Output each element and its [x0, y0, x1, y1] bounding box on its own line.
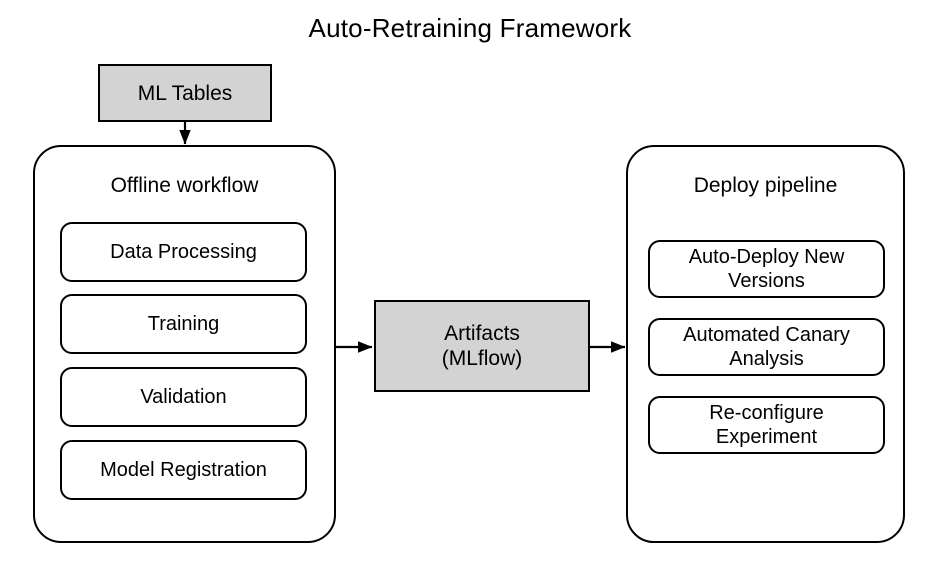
node-re-configure-experiment-line1: Re-configure	[709, 402, 824, 424]
node-automated-canary-analysis-line2: Analysis	[729, 348, 804, 370]
node-model-registration-label: Model Registration	[100, 459, 267, 481]
node-validation[interactable]: Validation	[60, 367, 307, 427]
node-training-label: Training	[147, 313, 220, 335]
node-data-processing[interactable]: Data Processing	[60, 222, 307, 282]
node-automated-canary-analysis-line1: Automated Canary	[683, 324, 850, 346]
node-automated-canary-analysis[interactable]: Automated Canary Analysis	[648, 318, 885, 376]
node-training[interactable]: Training	[60, 294, 307, 354]
node-validation-label: Validation	[140, 386, 227, 408]
node-ml-tables[interactable]: ML Tables	[98, 64, 272, 122]
node-data-processing-label: Data Processing	[110, 241, 257, 263]
node-artifacts-label-line2: (MLflow)	[441, 347, 523, 370]
node-artifacts[interactable]: Artifacts (MLflow)	[374, 300, 590, 392]
node-artifacts-label-line1: Artifacts	[444, 322, 520, 345]
node-model-registration[interactable]: Model Registration	[60, 440, 307, 500]
group-deploy-pipeline-title: Deploy pipeline	[693, 174, 838, 197]
node-auto-deploy-new-versions-line2: Versions	[728, 270, 805, 292]
node-auto-deploy-new-versions-line1: Auto-Deploy New	[688, 246, 845, 268]
group-offline-workflow-title: Offline workflow	[110, 174, 259, 197]
node-ml-tables-label: ML Tables	[137, 81, 233, 105]
page-title: Auto-Retraining Framework	[308, 13, 632, 43]
node-re-configure-experiment-line2: Experiment	[715, 426, 818, 448]
node-re-configure-experiment[interactable]: Re-configure Experiment	[648, 396, 885, 454]
node-auto-deploy-new-versions[interactable]: Auto-Deploy New Versions	[648, 240, 885, 298]
